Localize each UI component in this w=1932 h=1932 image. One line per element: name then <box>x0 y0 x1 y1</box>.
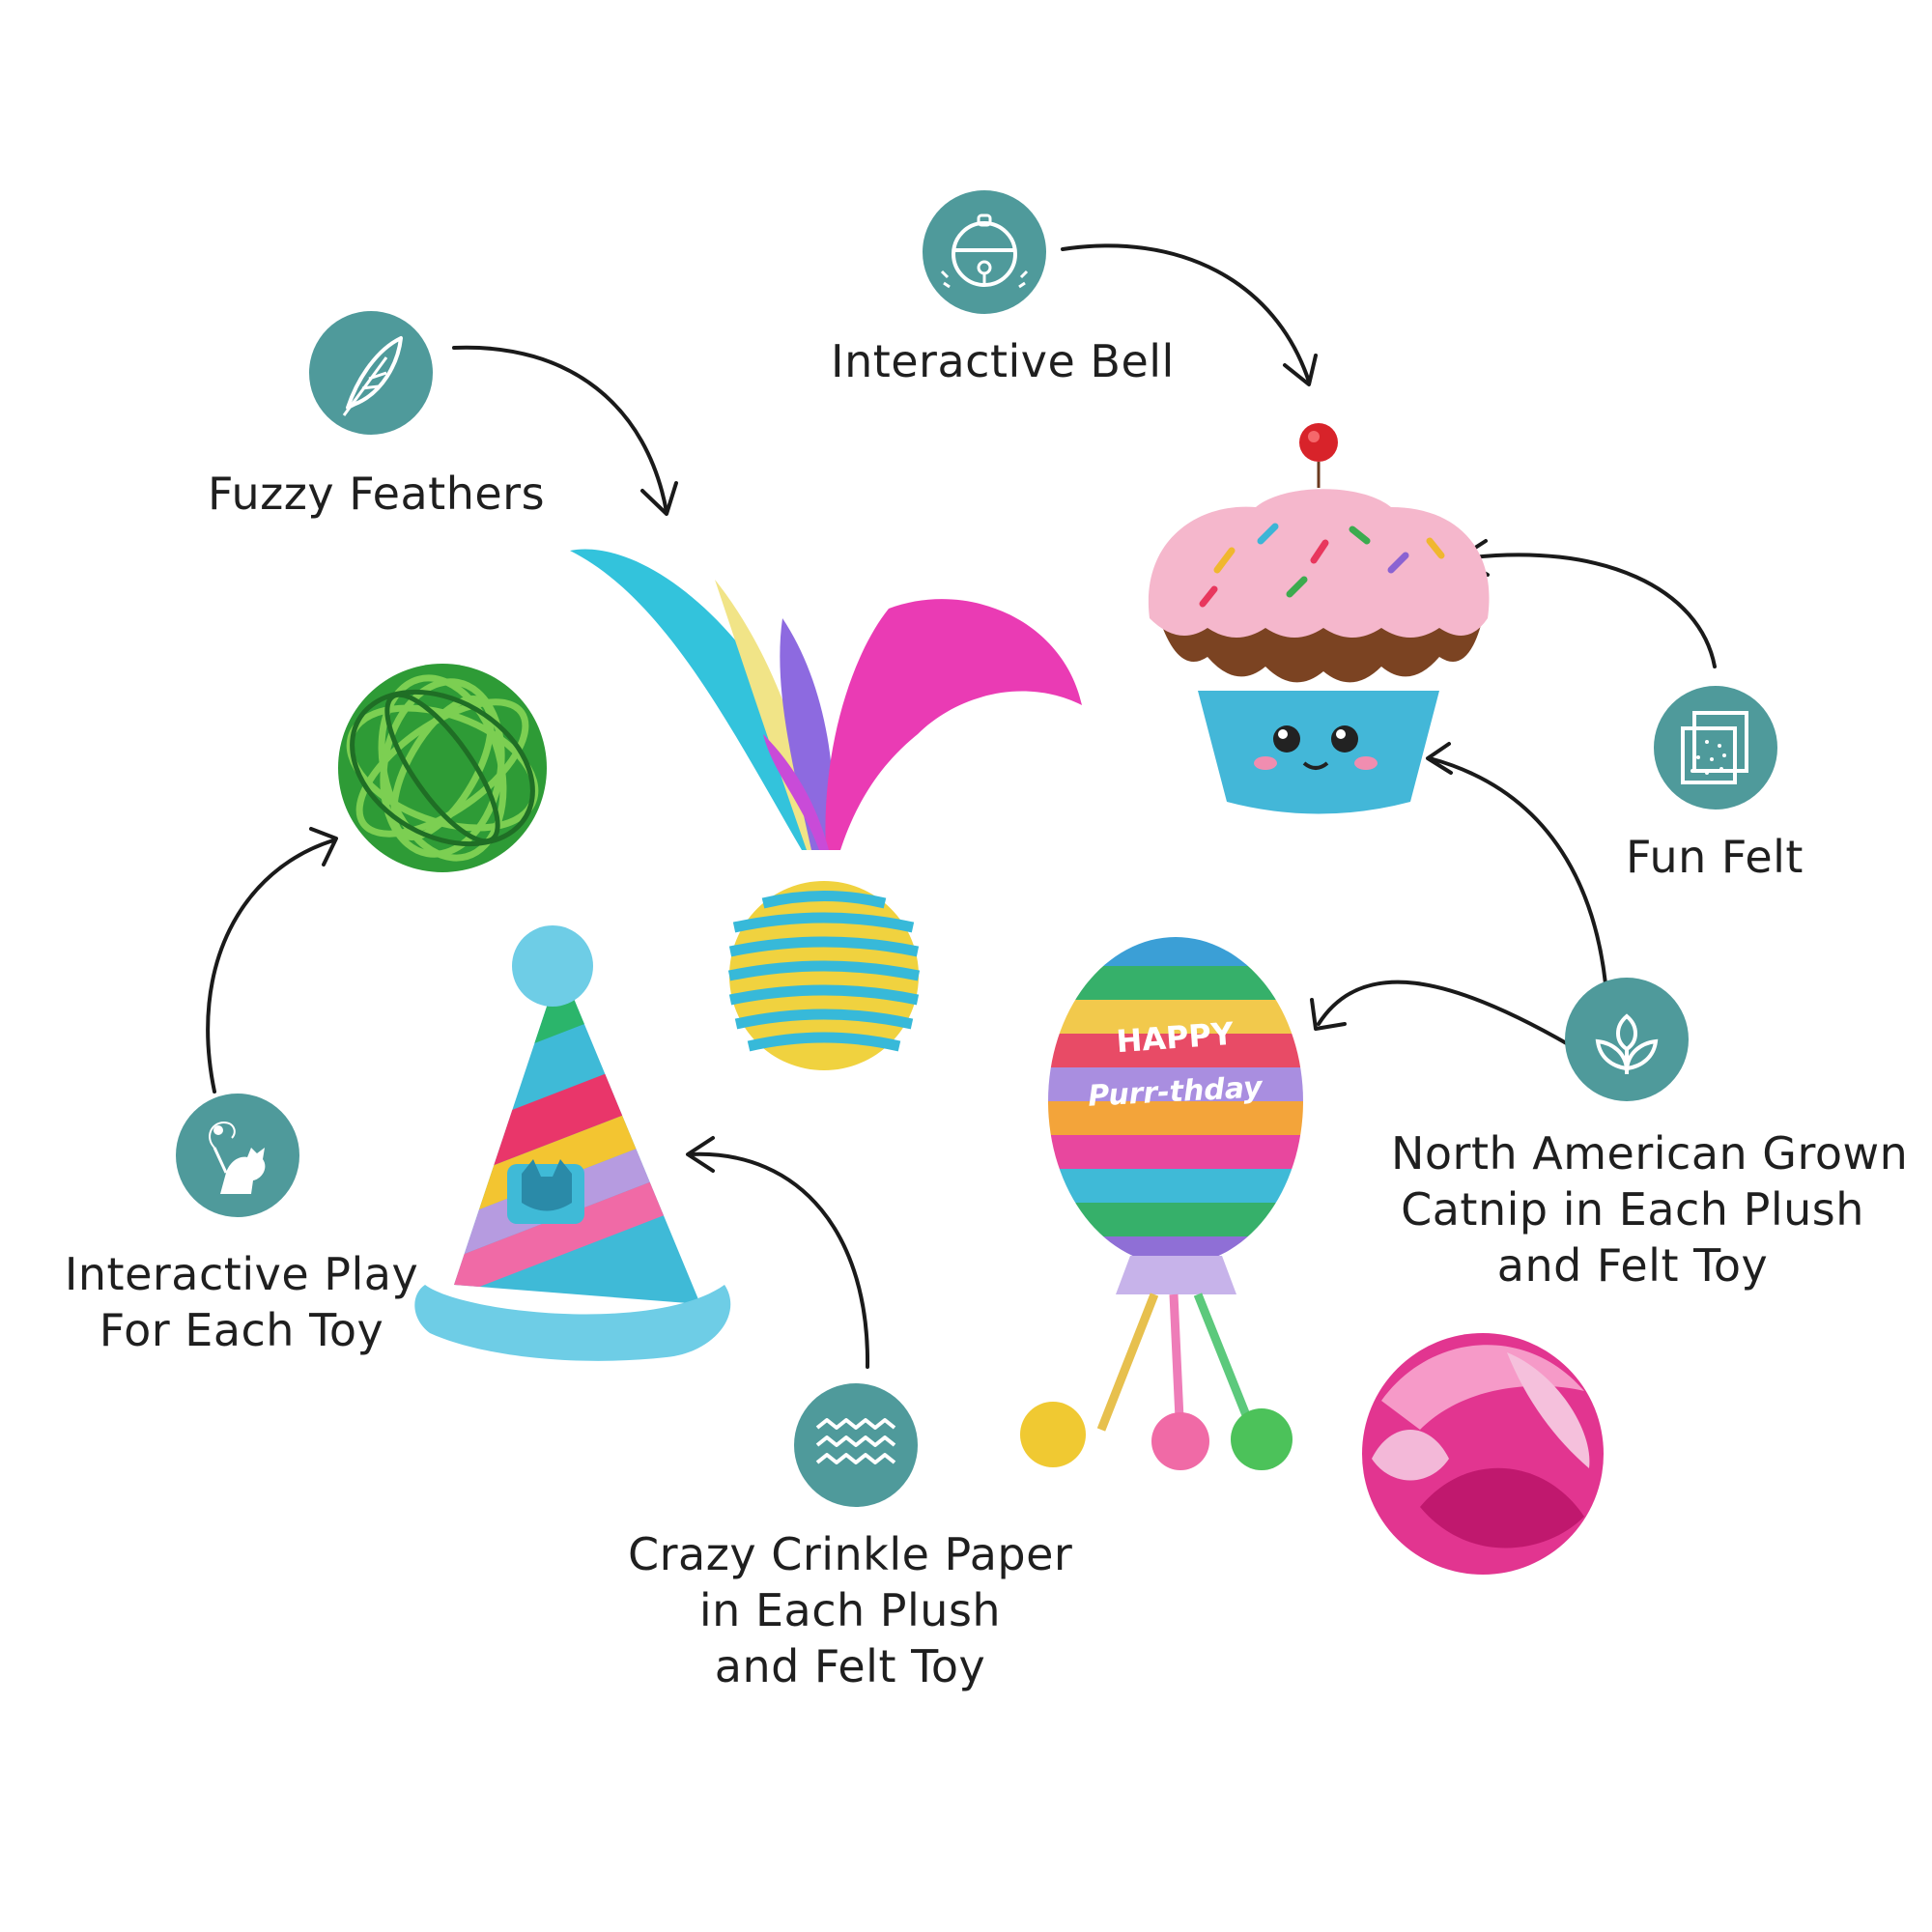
feather-sisal-ball-toy <box>570 549 1082 1070</box>
label-line: and Felt Toy <box>714 1640 986 1692</box>
label-line: For Each Toy <box>99 1304 384 1356</box>
label-line: Crazy Crinkle Paper <box>628 1528 1073 1580</box>
green-wicker-ball <box>338 664 547 872</box>
label-line: in Each Plush <box>698 1584 1002 1636</box>
arrow-play <box>206 838 335 1094</box>
label-fun-felt: Fun Felt <box>1604 829 1826 885</box>
cat-wand-icon <box>209 1121 266 1194</box>
arrowhead-feathers <box>640 481 678 516</box>
label-interactive-play: Interactive Play For Each Toy <box>58 1246 425 1358</box>
label-line: Fuzzy Feathers <box>208 468 546 520</box>
label-line: Catnip in Each Plush <box>1401 1183 1864 1236</box>
arrowhead-play <box>309 827 338 867</box>
party-hat-plush <box>414 925 731 1361</box>
feathers-badge <box>309 311 433 435</box>
label-line: Fun Felt <box>1626 831 1804 883</box>
label-catnip: North American Grown Catnip in Each Plus… <box>1391 1125 1909 1293</box>
happy-purr-thday-balloon: HAPPY Purr-thday <box>1020 937 1303 1470</box>
arrow-crinkle <box>689 1151 870 1369</box>
arrowhead-catnip-balloon <box>1310 998 1347 1031</box>
balloon-text-happy: HAPPY <box>1115 1015 1236 1060</box>
bell-icon <box>940 213 1029 289</box>
label-line: North American Grown <box>1391 1127 1909 1179</box>
label-fuzzy-feathers: Fuzzy Feathers <box>208 466 546 522</box>
arrow-catnip-balloon <box>1317 980 1572 1047</box>
arrowhead-catnip-cupcake <box>1426 742 1453 775</box>
catnip-badge <box>1565 978 1689 1101</box>
cupcake-felt-toy <box>1148 423 1490 814</box>
label-line: and Felt Toy <box>1496 1239 1769 1292</box>
arrow-felt <box>1462 553 1717 668</box>
arrow-feathers <box>452 345 668 514</box>
crinkle-badge <box>794 1383 918 1507</box>
arrowhead-bell <box>1283 354 1318 386</box>
pink-crinkle-ball <box>1362 1333 1604 1575</box>
sprout-icon <box>1595 1013 1659 1074</box>
label-line: Interactive Bell <box>831 335 1175 387</box>
felt-badge <box>1654 686 1777 810</box>
arrowhead-crinkle <box>686 1136 715 1173</box>
feather-icon <box>342 336 403 416</box>
felt-icon <box>1681 711 1748 784</box>
label-interactive-bell: Interactive Bell <box>831 333 1175 389</box>
label-crinkle: Crazy Crinkle Paper in Each Plush and Fe… <box>628 1526 1072 1694</box>
waves-icon <box>815 1418 896 1464</box>
play-badge <box>176 1094 299 1217</box>
arrow-bell <box>1061 243 1311 384</box>
bell-badge <box>923 190 1046 314</box>
label-line: Interactive Play <box>64 1248 419 1300</box>
